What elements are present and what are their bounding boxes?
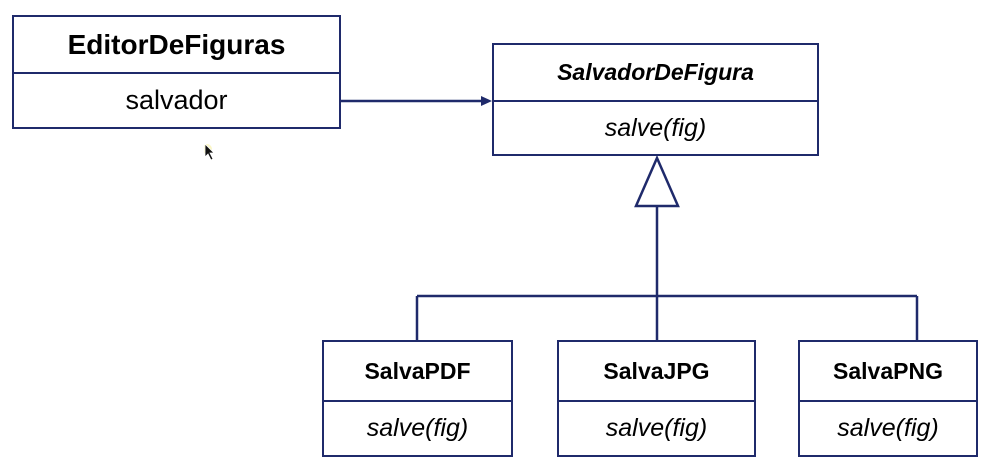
class-salva-pdf[interactable]: SalvaPDF salve(fig) — [322, 340, 513, 457]
class-method: salve(fig) — [324, 400, 511, 455]
class-salva-jpg[interactable]: SalvaJPG salve(fig) — [557, 340, 756, 457]
class-editor-de-figuras[interactable]: EditorDeFiguras salvador — [12, 15, 341, 129]
class-salvador-de-figura[interactable]: SalvadorDeFigura salve(fig) — [492, 43, 819, 156]
class-name: SalvadorDeFigura — [557, 59, 754, 85]
association-arrowhead — [481, 96, 492, 106]
class-attribute: salvador — [14, 72, 339, 127]
class-method: salve(fig) — [559, 400, 754, 455]
generalization-triangle — [634, 154, 680, 208]
class-salva-png[interactable]: SalvaPNG salve(fig) — [798, 340, 978, 457]
mouse-pointer-icon — [204, 143, 215, 161]
class-name: EditorDeFiguras — [67, 28, 286, 60]
class-method: salve(fig) — [494, 100, 817, 154]
class-name: SalvaJPG — [603, 357, 710, 384]
class-name: SalvaPDF — [364, 357, 471, 384]
class-name: SalvaPNG — [833, 357, 943, 384]
class-method: salve(fig) — [800, 400, 976, 455]
